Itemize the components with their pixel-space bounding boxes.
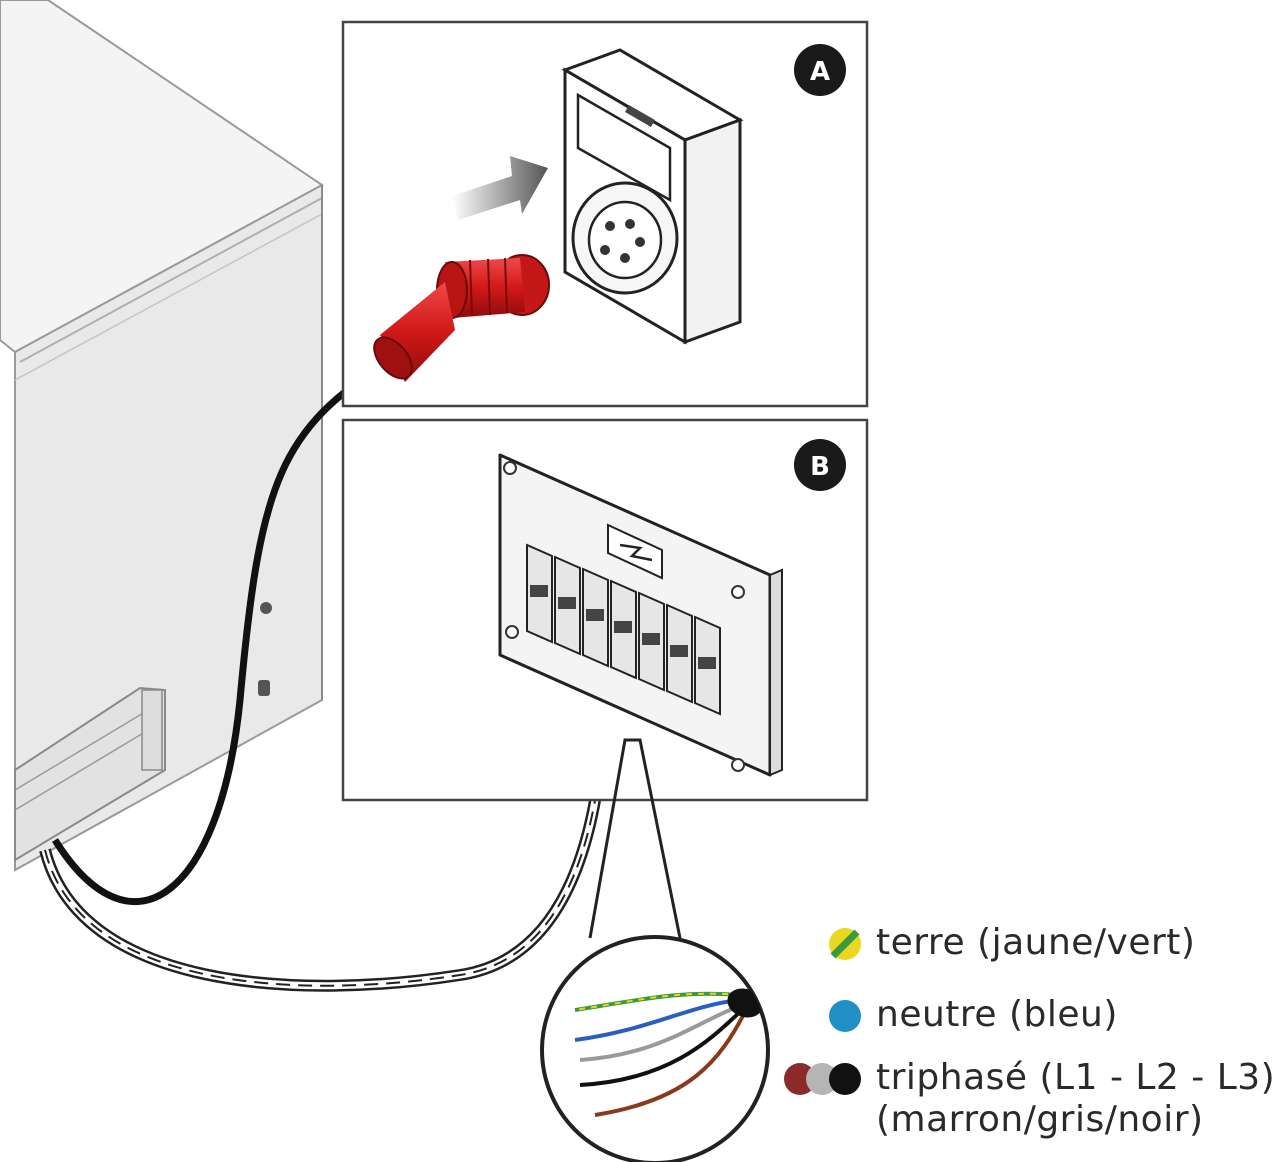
- arrow-icon: [452, 156, 548, 220]
- legend-earth: terre (jaune/vert): [876, 922, 1195, 964]
- three-phase-wire-icon: [784, 1063, 861, 1095]
- badge-b-label: B: [810, 452, 830, 482]
- badge-a-label: A: [810, 57, 830, 87]
- power-cable: [52, 357, 392, 905]
- legend-three-phase-label-line1: triphasé (L1 - L2 - L3): [876, 1057, 1275, 1098]
- neutral-wire-icon: [829, 1000, 861, 1032]
- earth-wire-icon: [829, 928, 861, 960]
- badge-a: [794, 44, 846, 96]
- plug-icon: [373, 254, 550, 382]
- badge-b: [794, 439, 846, 491]
- legend-neutral: neutre (bleu): [876, 994, 1118, 1036]
- machine-cabinet: [0, 0, 324, 872]
- legend-neutral-label: neutre (bleu): [876, 994, 1118, 1035]
- legend-three-phase-label-line2: (marron/gris/noir): [876, 1099, 1204, 1140]
- legend-earth-label: terre (jaune/vert): [876, 922, 1196, 963]
- cable-zoom-callout: [540, 738, 770, 1162]
- panel-b: B: [341, 418, 869, 802]
- socket-icon: [561, 48, 744, 345]
- panel-a: A: [341, 20, 869, 408]
- breaker-panel-icon: [498, 453, 783, 777]
- legend-three-phase: triphasé (L1 - L2 - L3) (marron/gris/noi…: [876, 1057, 1275, 1141]
- dashed-cable: [39, 699, 611, 992]
